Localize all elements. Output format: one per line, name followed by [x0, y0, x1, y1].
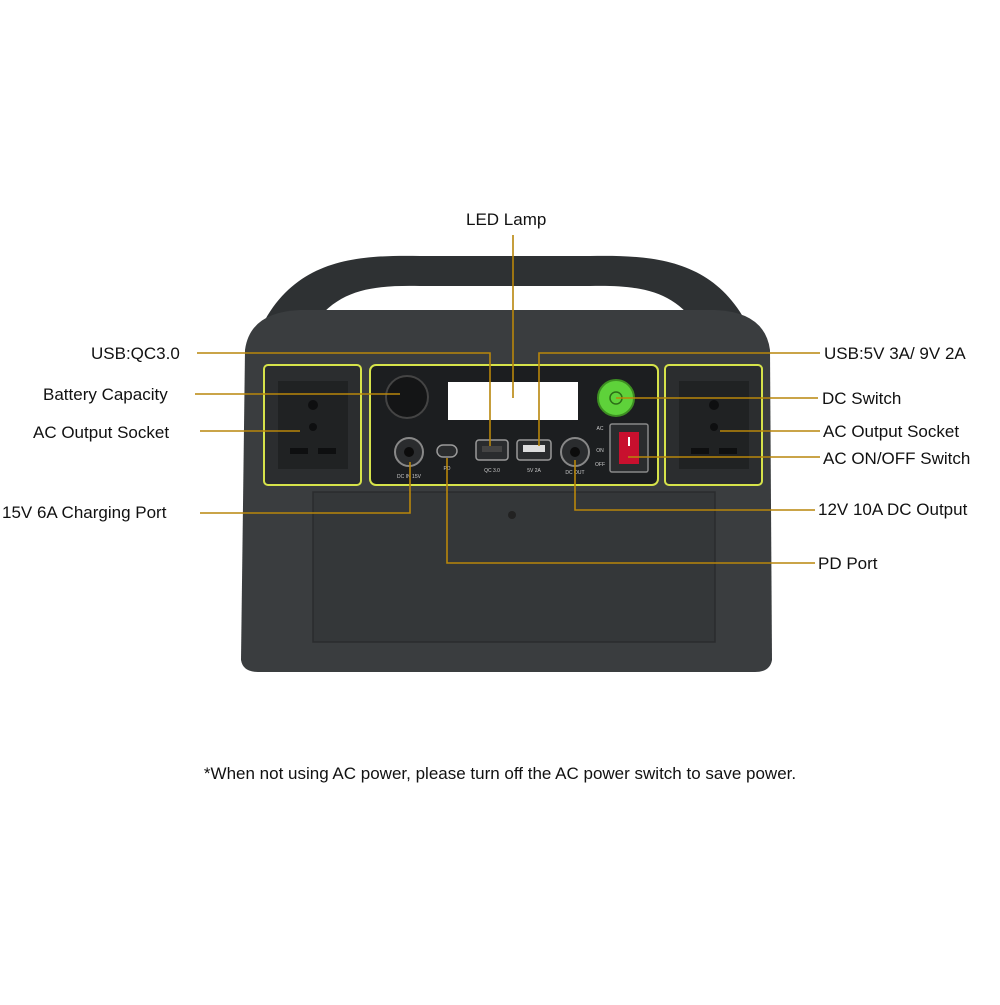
panel-label-ac: AC — [597, 426, 604, 432]
label-usb-5v: USB:5V 3A/ 9V 2A — [824, 344, 966, 363]
dc-out-port-pin — [570, 447, 580, 457]
label-led-lamp: LED Lamp — [466, 210, 547, 229]
ac-switch-rocker — [619, 432, 639, 464]
ac-socket-left-center-icon — [309, 423, 317, 431]
panel-label-usb5v: 5V 2A — [527, 468, 541, 474]
ac-socket-right-ground-icon — [709, 400, 719, 410]
usb-qc-tongue — [482, 446, 502, 452]
leader-usb-qc — [197, 352, 491, 446]
ac-socket-left-slot-r-icon — [318, 448, 336, 454]
ac-socket-left-ground-icon — [308, 400, 318, 410]
panel-label-off: OFF — [595, 462, 605, 468]
leader-dc-output — [574, 460, 815, 511]
battery-capacity-dial — [385, 375, 429, 419]
leader-lines — [195, 235, 820, 564]
indicator-dot — [508, 511, 516, 519]
leader-usb-5v — [538, 352, 820, 446]
leader-charging — [200, 462, 411, 514]
usb-5v-tongue — [523, 445, 545, 452]
label-battery-capacity: Battery Capacity — [43, 385, 168, 404]
label-dc-switch: DC Switch — [822, 389, 902, 408]
leader-pd — [446, 458, 815, 564]
label-charging-port: 15V 6A Charging Port — [2, 503, 167, 522]
dc-in-port-pin — [404, 447, 414, 457]
ac-socket-left-slot-l-icon — [290, 448, 308, 454]
label-pd-port: PD Port — [818, 554, 878, 573]
ac-socket-right-center-icon — [710, 423, 718, 431]
label-ac-switch: AC ON/OFF Switch — [823, 449, 971, 468]
label-ac-output-left: AC Output Socket — [33, 423, 170, 442]
ac-switch-on-mark-icon — [628, 437, 630, 446]
panel-label-qc: QC 3.0 — [484, 468, 500, 474]
pd-port — [436, 444, 458, 458]
ac-socket-right-slot-r-icon — [719, 448, 737, 454]
handle — [265, 255, 745, 330]
label-ac-output-right: AC Output Socket — [823, 422, 960, 441]
ac-socket-right-slot-l-icon — [691, 448, 709, 454]
footnote: *When not using AC power, please turn of… — [203, 764, 797, 783]
label-usb-qc: USB:QC3.0 — [91, 344, 180, 363]
label-dc-output: 12V 10A DC Output — [818, 500, 968, 519]
panel-label-on: ON — [596, 448, 604, 454]
